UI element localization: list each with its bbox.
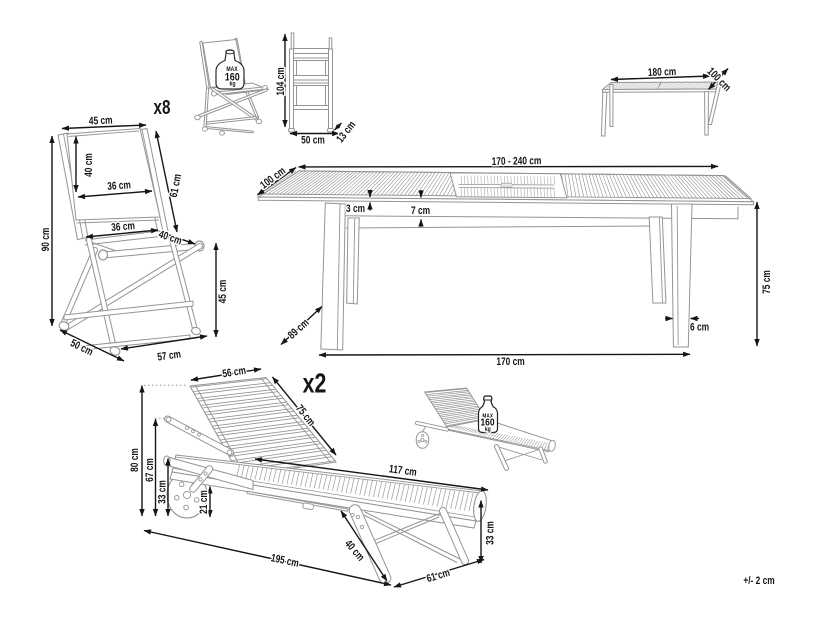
svg-text:45 cm: 45 cm [89, 114, 113, 127]
svg-text:40 cm: 40 cm [83, 153, 95, 177]
svg-text:+/- 2 cm: +/- 2 cm [743, 575, 775, 587]
svg-text:50 cm: 50 cm [301, 134, 325, 146]
svg-text:90 cm: 90 cm [40, 227, 52, 251]
svg-text:61 cm: 61 cm [168, 173, 185, 199]
svg-text:33 cm: 33 cm [484, 521, 496, 545]
svg-text:x2: x2 [303, 368, 327, 400]
svg-text:160: 160 [480, 417, 494, 429]
svg-text:104 cm: 104 cm [275, 67, 287, 96]
svg-text:3 cm: 3 cm [346, 203, 365, 215]
svg-text:MAX: MAX [482, 413, 493, 420]
svg-text:170 cm: 170 cm [496, 356, 525, 368]
svg-text:21 cm: 21 cm [198, 490, 210, 514]
svg-text:80 cm: 80 cm [129, 448, 141, 472]
svg-text:56 cm: 56 cm [222, 365, 248, 381]
svg-text:45 cm: 45 cm [217, 279, 229, 303]
svg-text:75 cm: 75 cm [761, 270, 773, 294]
svg-text:7 cm: 7 cm [411, 205, 430, 217]
svg-text:180 cm: 180 cm [648, 66, 677, 79]
svg-text:6 cm: 6 cm [690, 322, 709, 334]
svg-text:117 cm: 117 cm [388, 463, 417, 479]
svg-text:33 cm: 33 cm [156, 480, 168, 504]
svg-text:kg: kg [229, 81, 235, 88]
svg-text:57 cm: 57 cm [157, 348, 182, 364]
svg-text:kg: kg [485, 426, 491, 433]
svg-text:x8: x8 [154, 96, 171, 119]
svg-text:36 cm: 36 cm [107, 179, 132, 193]
svg-text:67 cm: 67 cm [144, 458, 156, 482]
svg-text:MAX: MAX [226, 66, 237, 73]
svg-text:170 - 240 cm: 170 - 240 cm [492, 155, 542, 168]
svg-text:36 cm: 36 cm [111, 220, 136, 234]
svg-text:160: 160 [225, 72, 240, 84]
